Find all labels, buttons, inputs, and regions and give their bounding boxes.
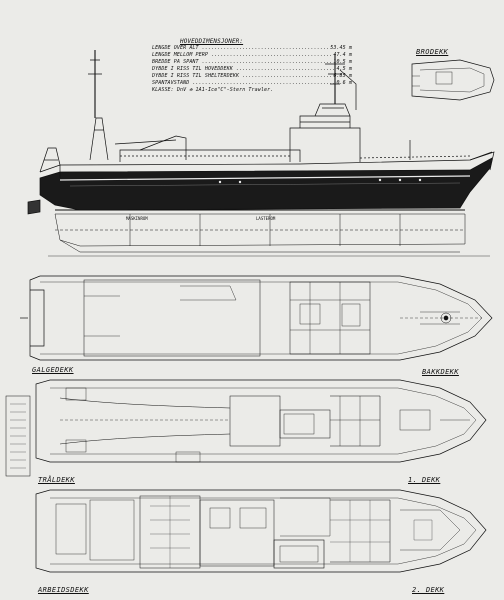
dimension-label: LENGDE MELLOM PERP	[152, 52, 331, 59]
brodekk-plan	[411, 59, 495, 101]
galgedekk-plan	[20, 275, 493, 361]
dimension-label: LENGDE OVER ALT	[152, 45, 328, 52]
profile-view	[27, 50, 495, 215]
label-lasterom: LASTEROM	[256, 216, 276, 221]
dimension-row: DYBDE I RISS TIL SHELTERDEKK 6.85 m	[152, 73, 352, 80]
dimension-label: DYBDE I RISS TIL SHELTERDEKK	[152, 73, 331, 80]
dimension-row: LENGDE MELLOM PERP 47.4 m	[152, 52, 352, 59]
dimension-row: BREDDE PÅ SPANT 10.5 m	[152, 59, 352, 66]
arbeidsdekk-plan	[35, 489, 487, 573]
label-2-dekk: 2. DEKK	[412, 586, 445, 594]
dimension-value: 53.45 m	[330, 45, 352, 51]
dimension-label: DYBDE I RISS TIL HOVEDDEKK	[152, 66, 334, 73]
dimension-label: SPANTAVSTAND	[152, 80, 334, 87]
dimension-value: 4.5 m	[336, 66, 352, 72]
label-maskinrom: MASKINROM	[126, 216, 148, 221]
hold-section	[54, 213, 466, 253]
dimension-row: LENGDE OVER ALT 53.45 m	[152, 45, 352, 52]
dimensions-title: HOVEDDIMENSJONER:	[180, 38, 244, 45]
label-traldekk: TRÅLDEKK	[38, 476, 75, 484]
dimension-row: DYBDE I RISS TIL HOVEDDEKK 4.5 m	[152, 66, 352, 73]
traldekk-plan	[35, 379, 487, 463]
label-bakkdekk: BAKKDEKK	[422, 368, 459, 376]
hull-side	[39, 157, 493, 211]
label-arbeidsdekk: ARBEIDSDEKK	[38, 586, 89, 594]
label-1-dekk: 1. DEKK	[408, 476, 441, 484]
dimension-value: 10.5 m	[333, 59, 352, 65]
class-notation: KLASSE: DnV ✠ 1A1-Ice"C"-Stern Trawler.	[152, 87, 274, 93]
dimension-value: 6.85 m	[333, 73, 352, 79]
dimension-row: SPANTAVSTAND 0.6 m	[152, 80, 352, 87]
label-galgedekk: GALGEDEKK	[32, 366, 74, 374]
dimension-label: BREDDE PÅ SPANT	[152, 59, 331, 66]
legend-frame	[5, 395, 31, 477]
main-dimensions: HOVEDDIMENSJONER: LENGDE OVER ALT 53.45 …	[152, 38, 352, 94]
dimension-value: 0.6 m	[336, 80, 352, 86]
dimension-value: 47.4 m	[333, 52, 352, 58]
label-brodekk: BRODEKK	[416, 48, 449, 56]
